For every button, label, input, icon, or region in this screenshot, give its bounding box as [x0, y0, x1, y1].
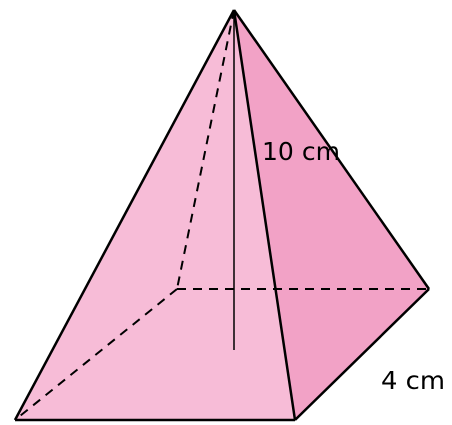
base-right-edge	[294, 288, 430, 421]
base-edge-label: 4 cm	[381, 366, 445, 395]
right-apex-edge	[232, 9, 431, 290]
hidden-back-left-edge	[14, 288, 178, 421]
front-left-edge	[13, 9, 236, 421]
height-label: 10 cm	[262, 137, 340, 166]
right-face	[234, 10, 429, 420]
front-right-edge	[232, 9, 297, 421]
